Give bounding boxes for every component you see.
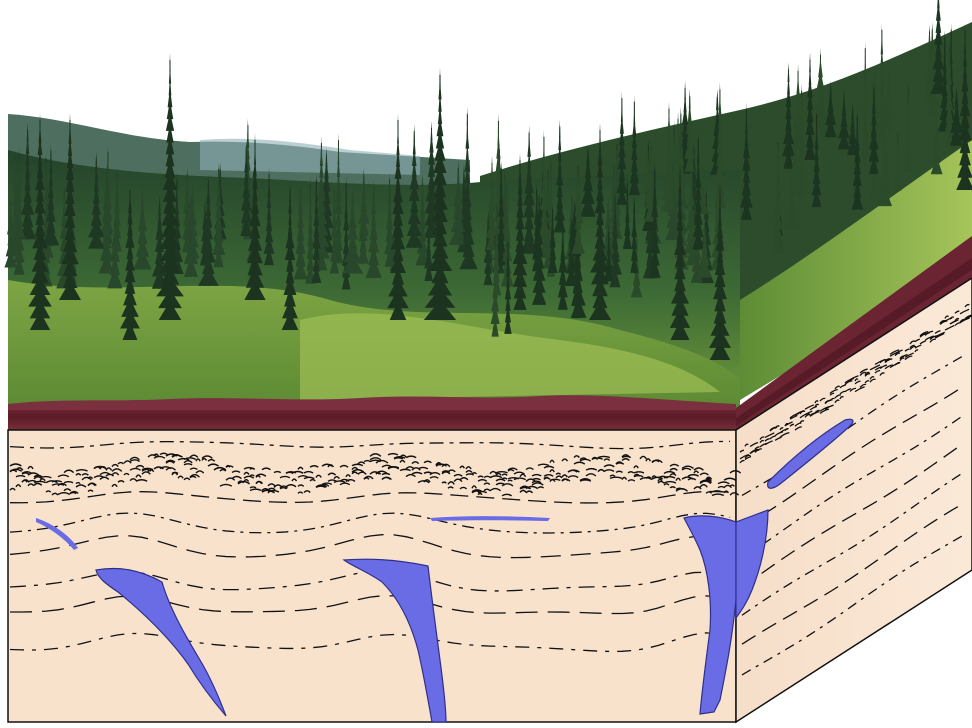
permafrost-block-diagram xyxy=(0,0,972,728)
